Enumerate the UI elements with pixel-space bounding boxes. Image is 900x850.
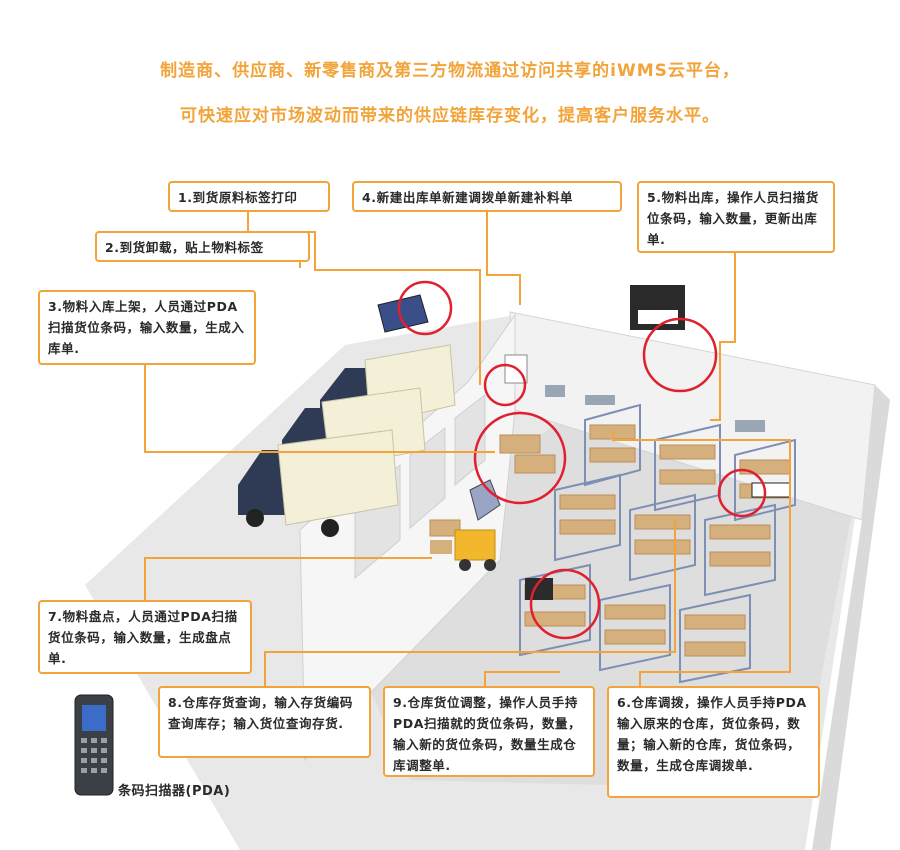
highlight-ring: [473, 411, 567, 505]
connector-lines: [144, 208, 791, 688]
pda-caption: 条码扫描器(PDA): [118, 784, 231, 799]
forklift: [430, 529, 496, 571]
highlight-ring: [397, 280, 453, 336]
highlight-rings: [397, 280, 767, 640]
right-wall: [812, 385, 890, 850]
highlight-ring: [642, 317, 718, 393]
workstations: [545, 385, 765, 432]
step-4-callout: 4.新建出库单新建调拨单新建补料单: [352, 181, 622, 212]
highlight-ring: [529, 568, 601, 640]
step-6-callout: 6.仓库调拨，操作人员手持PDA输入原来的仓库，货位条码，数量；输入新的仓库，货…: [607, 686, 820, 798]
dock-door: [454, 393, 486, 487]
label-printer-icon: [630, 285, 685, 330]
step-5-callout: 5.物料出库，操作人员扫描货位条码，输入数量，更新出库单.: [637, 181, 835, 253]
step-2-callout: 2.到货卸载，贴上物料标签: [95, 231, 310, 262]
barcode-icon: [751, 482, 791, 498]
step-7-callout: 7.物料盘点，人员通过PDA扫描货位条码，输入数量，生成盘点单.: [38, 600, 252, 674]
highlight-ring: [717, 468, 767, 518]
headline-line-2: 可快速应对市场波动而带来的供应链库存变化，提高客户服务水平。: [180, 106, 720, 126]
step-1-callout: 1.到货原料标签打印: [168, 181, 330, 212]
step-8-callout: 8.仓库存货查询，输入存货编码查询库存；输入货位查询存货.: [158, 686, 371, 758]
highlight-ring: [483, 363, 527, 407]
truck: [238, 429, 399, 537]
headline-line-1: 制造商、供应商、新零售商及第三方物流通过访问共享的iWMS云平台，: [160, 61, 740, 81]
step-9-callout: 9.仓库货位调整，操作人员手持PDA扫描就的货位条码，数量，输入新的货位条码，数…: [383, 686, 595, 777]
card-reader-icon: [377, 294, 429, 333]
step-3-callout: 3.物料入库上架，人员通过PDA扫描货位条码，输入数量，生成入库单.: [38, 290, 256, 365]
pda-device-icon: [74, 694, 114, 796]
